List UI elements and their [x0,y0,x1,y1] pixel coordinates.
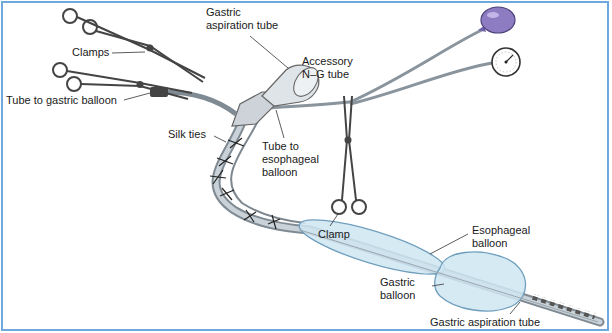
part-label: Clamps [72,46,109,59]
part-label: Silk ties [168,128,206,141]
inner-lumen [300,230,598,322]
inflation-bulb [478,7,515,33]
part-label: Gastric aspiration tube [206,6,288,32]
esophageal-balloon [295,209,450,284]
clamps [53,9,205,99]
gastric-balloon [435,252,526,311]
part-label: Gastric balloon [380,276,432,302]
main-tube [216,122,600,322]
part-label: Esophageal balloon [472,224,544,250]
aspiration-holes [529,293,596,319]
part-label: Tube to gastric balloon [6,94,117,107]
part-label: Tube to esophageal balloon [262,140,324,179]
frame-border [2,2,608,330]
part-label: Accessory N–G tube [302,55,364,81]
clamp [332,96,366,214]
gastric-balloon-tube [150,87,236,114]
manometer-gauge [492,48,520,76]
part-label: Gastric aspiration tube [430,316,540,329]
leader-lines [112,36,520,314]
part-label: Clamp [318,228,350,241]
